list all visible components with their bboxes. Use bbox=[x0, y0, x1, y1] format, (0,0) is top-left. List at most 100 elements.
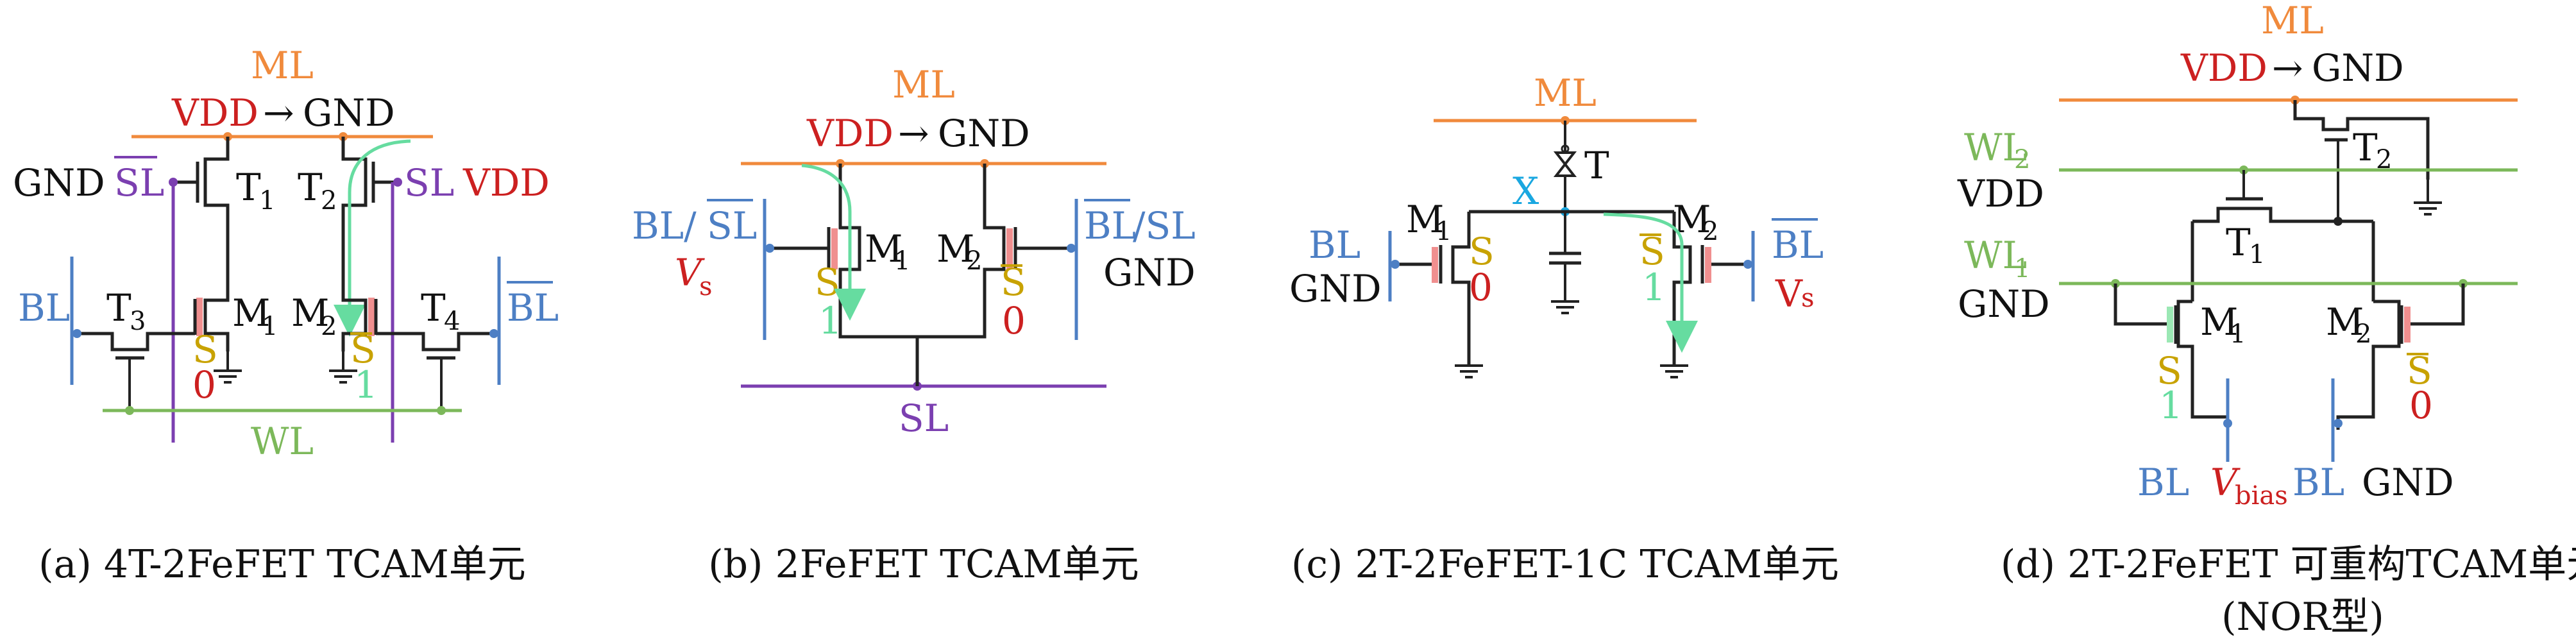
bl-label: BL bbox=[1309, 223, 1360, 267]
caption-d: (d) 2T-2FeFET 可重构TCAM单元 bbox=[2001, 542, 2576, 587]
wl-label: WL bbox=[251, 419, 314, 463]
current-arrow bbox=[334, 139, 411, 337]
transistor-t2: T 2 bbox=[2293, 100, 2443, 221]
svg-text:1: 1 bbox=[894, 246, 910, 276]
svg-text:1: 1 bbox=[262, 312, 278, 341]
svg-text:2: 2 bbox=[966, 246, 982, 276]
svg-text:S: S bbox=[2157, 349, 2182, 393]
fefet-m2: M 2 S 1 bbox=[291, 289, 378, 407]
svg-text:BL: BL bbox=[1084, 204, 1136, 248]
current-arrow bbox=[1603, 212, 1698, 353]
vbias-label: V bias bbox=[2210, 461, 2288, 511]
svg-text:1: 1 bbox=[2249, 240, 2265, 269]
caption-a: (a) 4T-2FeFET TCAM单元 bbox=[38, 542, 526, 587]
svg-text:1: 1 bbox=[2230, 319, 2246, 349]
svg-text:T: T bbox=[421, 286, 446, 330]
svg-text:/SL: /SL bbox=[1133, 204, 1196, 248]
vs-label: V s bbox=[675, 251, 713, 301]
caption-d-line2: (NOR型) bbox=[2221, 595, 2384, 640]
svg-text:→: → bbox=[2272, 46, 2303, 90]
svg-text:M: M bbox=[232, 291, 270, 335]
svg-text:M: M bbox=[936, 227, 974, 271]
fefet-m1: M 1 S 1 bbox=[765, 164, 919, 378]
svg-text:1: 1 bbox=[818, 299, 842, 343]
svg-text:T: T bbox=[1584, 144, 1609, 187]
fefet-m2: M 2 S 1 bbox=[1640, 198, 1752, 378]
vdd-right-label: VDD bbox=[462, 161, 550, 205]
ml-label: ML bbox=[2261, 0, 2324, 42]
svg-text:V: V bbox=[1775, 272, 1803, 316]
vdd-gnd-label: VDD → GND bbox=[171, 91, 395, 135]
svg-text:VDD: VDD bbox=[806, 112, 894, 155]
svg-text:S: S bbox=[350, 328, 376, 371]
svg-text:S: S bbox=[1469, 230, 1495, 273]
ml-label: ML bbox=[1534, 71, 1597, 115]
transmission-gate-t: T bbox=[1553, 121, 1609, 212]
svg-text:T: T bbox=[106, 286, 131, 330]
current-arrow bbox=[801, 164, 866, 321]
vs-label: V s bbox=[1775, 272, 1815, 316]
transistor-t1: T 1 bbox=[169, 137, 275, 289]
svg-text:T: T bbox=[298, 165, 323, 209]
bl-bar-label: BL bbox=[1772, 223, 1824, 267]
svg-text:WL: WL bbox=[1964, 233, 2027, 277]
svg-text:2: 2 bbox=[2355, 319, 2371, 349]
bl1-label: BL bbox=[2137, 461, 2189, 504]
panel-d: ML VDD → GND T 2 WL 2 VDD bbox=[1957, 0, 2576, 640]
wl1-label: WL 1 bbox=[1964, 233, 2030, 284]
ml-label: ML bbox=[251, 44, 314, 87]
svg-text:0: 0 bbox=[1469, 266, 1493, 309]
svg-text:2: 2 bbox=[1702, 217, 1718, 246]
bl2-label: BL bbox=[2292, 461, 2344, 504]
panel-a: ML VDD → GND GND SL T 1 T 2 bbox=[13, 44, 559, 587]
panel-b: ML VDD → GND M 1 S 1 M 2 bbox=[632, 63, 1196, 587]
svg-text:S: S bbox=[815, 260, 840, 304]
svg-text:VDD: VDD bbox=[171, 91, 258, 135]
fefet-m2: M 2 S 0 bbox=[917, 164, 1076, 343]
svg-text:1: 1 bbox=[2159, 384, 2183, 427]
svg-text:3: 3 bbox=[130, 307, 146, 336]
sl-label: SL bbox=[899, 396, 949, 440]
svg-text:M: M bbox=[2326, 300, 2364, 344]
panel-c: ML T X M 1 S 0 bbox=[1289, 71, 1839, 587]
svg-text:M: M bbox=[1406, 198, 1444, 241]
svg-text:GND: GND bbox=[303, 91, 395, 135]
gnd-label: GND bbox=[13, 161, 105, 205]
svg-text:0: 0 bbox=[2409, 384, 2433, 427]
sl-label: SL bbox=[404, 161, 454, 205]
bl-bar-label: BL bbox=[507, 286, 559, 330]
svg-text:4: 4 bbox=[444, 307, 460, 336]
svg-text:VDD: VDD bbox=[2180, 46, 2267, 90]
bl-label: BL bbox=[18, 286, 70, 330]
gnd-label: GND bbox=[1958, 282, 2050, 326]
fefet-m2: M 2 S 0 bbox=[2326, 284, 2465, 430]
svg-text:T: T bbox=[2226, 221, 2251, 264]
svg-text:M: M bbox=[2200, 300, 2238, 344]
svg-text:S: S bbox=[192, 328, 218, 371]
caption-b: (b) 2FeFET TCAM单元 bbox=[708, 542, 1139, 587]
svg-text:S: S bbox=[2407, 349, 2432, 393]
svg-text:s: s bbox=[1801, 284, 1815, 313]
svg-text:2: 2 bbox=[321, 312, 337, 341]
fefet-m1: M 1 S 0 bbox=[1391, 198, 1495, 378]
svg-text:V: V bbox=[2210, 461, 2241, 504]
vdd-label: VDD bbox=[1957, 172, 2044, 216]
vdd-gnd-label: VDD → GND bbox=[806, 112, 1030, 155]
svg-text:BL/: BL/ bbox=[632, 204, 697, 248]
svg-text:S: S bbox=[1640, 230, 1665, 273]
svg-text:T: T bbox=[236, 165, 261, 209]
ml-label: ML bbox=[892, 63, 955, 106]
gnd-label: GND bbox=[1289, 267, 1382, 310]
transistor-t3: T 3 bbox=[77, 286, 195, 411]
gnd-label: GND bbox=[1103, 251, 1196, 294]
svg-text:s: s bbox=[699, 272, 713, 301]
caption-c: (c) 2T-2FeFET-1C TCAM单元 bbox=[1291, 542, 1839, 587]
svg-text:S: S bbox=[1001, 260, 1026, 304]
gnd3-label: GND bbox=[2362, 461, 2454, 504]
fefet-m1: M 1 S 1 bbox=[2114, 284, 2246, 430]
svg-text:1: 1 bbox=[2014, 254, 2030, 284]
transistor-t1: T 1 bbox=[2192, 170, 2373, 269]
svg-text:→: → bbox=[263, 91, 294, 135]
svg-text:GND: GND bbox=[938, 112, 1030, 155]
